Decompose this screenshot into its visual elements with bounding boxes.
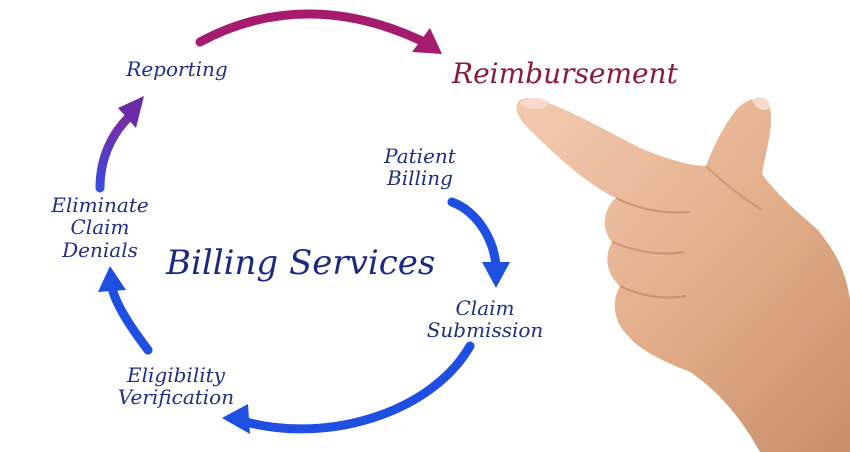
- node-eligibility-verification: Eligibility Verification: [98, 364, 254, 409]
- node-line: Submission: [426, 318, 544, 343]
- node-claim-submission: Claim Submission: [412, 297, 558, 342]
- node-line: Reporting: [126, 57, 228, 81]
- hand-pointing-image: [516, 97, 850, 452]
- node-reporting: Reporting: [112, 57, 242, 81]
- reimbursement-text: Reimbursement: [452, 57, 678, 90]
- node-line: Eligibility: [127, 363, 225, 387]
- fingernail-thumb: [752, 97, 770, 110]
- arrowhead-claim-submission: [482, 262, 510, 288]
- finger-crease: [615, 197, 691, 214]
- arrow-eliminate-claim-denials-to-reporting: [95, 113, 133, 193]
- node-line: Claim: [70, 215, 130, 240]
- fingernail-index: [520, 97, 550, 110]
- arrowhead-reporting: [118, 96, 144, 128]
- cycle-arrows: [95, 9, 510, 434]
- node-line: Verification: [117, 385, 235, 410]
- node-patient-billing: Patient Billing: [360, 145, 480, 190]
- reimbursement-label: Reimbursement: [452, 57, 678, 90]
- finger-crease: [611, 241, 685, 255]
- arrow-patient-billing-to-claim-submission: [447, 197, 501, 271]
- arrowhead-eligibility-verification: [222, 404, 250, 434]
- node-eliminate-claim-denials: Eliminate Claim Denials: [34, 193, 166, 262]
- node-line: Billing: [387, 166, 453, 191]
- knuckle-shade: [705, 165, 763, 211]
- node-line: Denials: [62, 237, 138, 262]
- arrow-reporting-to-reimbursement: [195, 9, 437, 51]
- node-line: Eliminate: [51, 193, 149, 217]
- center-text: Billing Services: [166, 243, 436, 283]
- arrowhead-reimbursement: [412, 28, 442, 54]
- arrow-claim-submission-to-eligibility-verification: [241, 341, 475, 434]
- arrow-eligibility-verification-to-eliminate-claim-denials: [107, 283, 153, 355]
- node-line: Patient: [384, 144, 456, 168]
- hand-shape: [516, 98, 850, 452]
- node-line: Claim: [455, 296, 515, 320]
- arrowhead-eliminate-claim-denials: [98, 266, 126, 292]
- center-label: Billing Services: [166, 244, 435, 282]
- finger-crease: [619, 285, 687, 299]
